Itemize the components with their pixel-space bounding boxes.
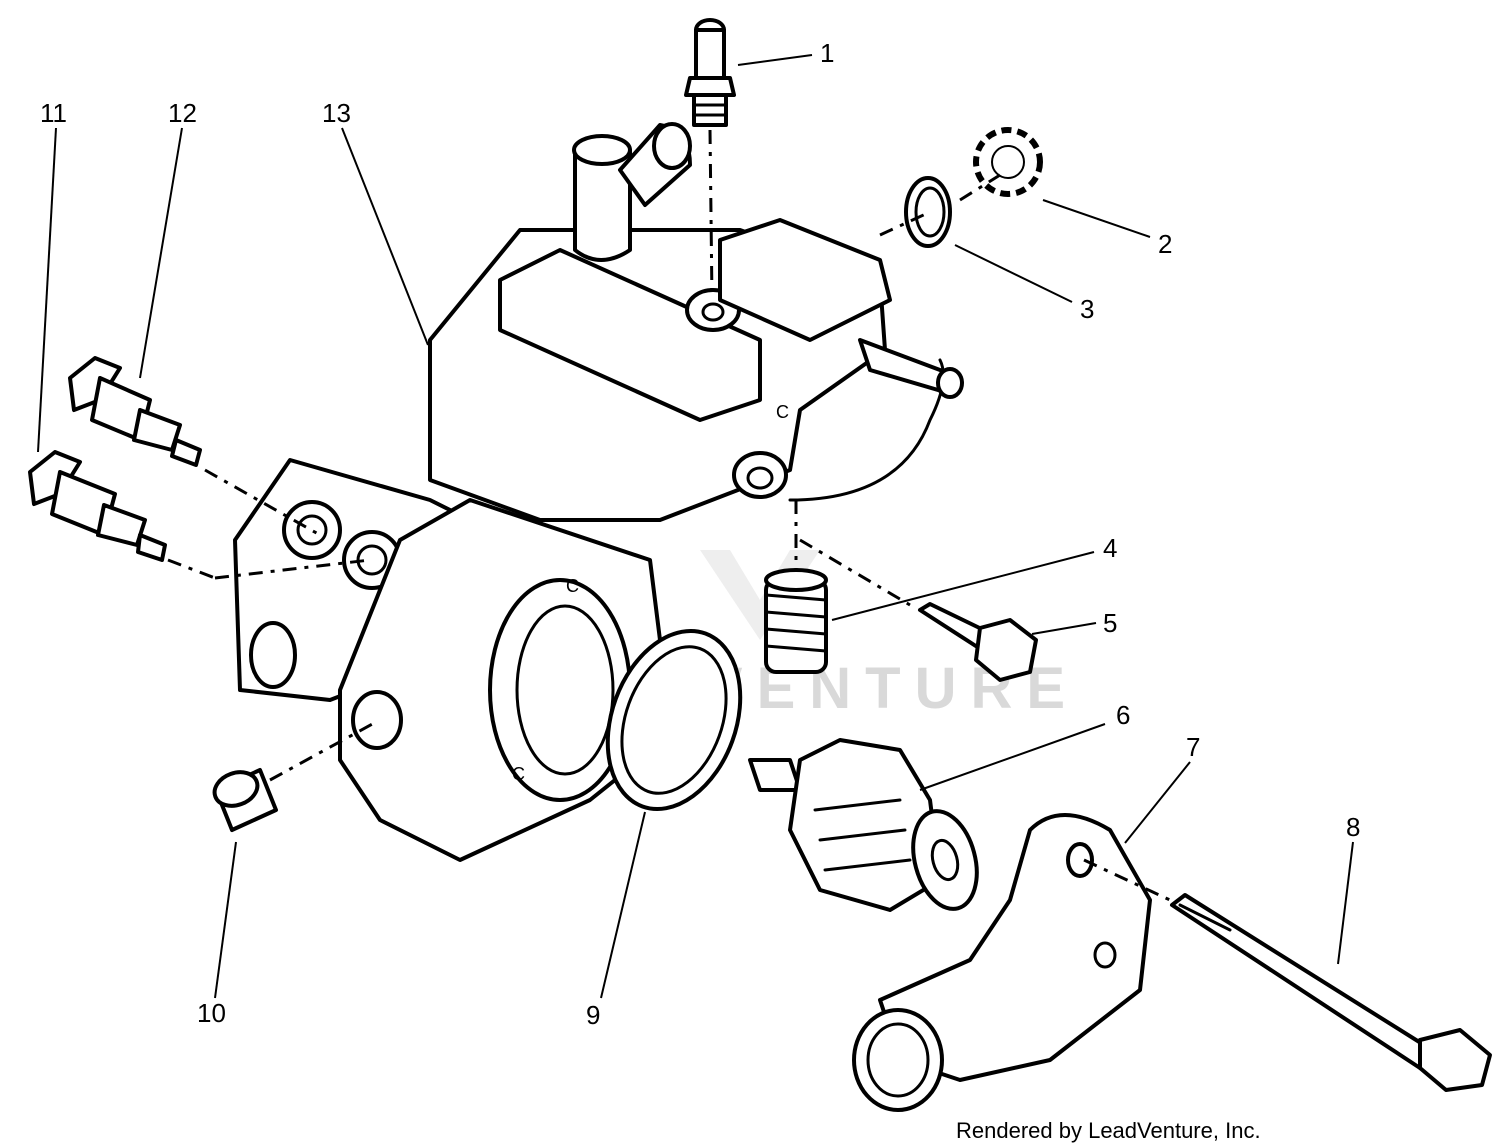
callout-6[interactable]: 6 [1116,700,1130,730]
callout-5[interactable]: 5 [1103,608,1117,638]
lock-washer-part[interactable] [973,127,1043,197]
callout-numbers: 1 2 3 4 5 6 7 8 9 10 11 12 13 [40,38,1360,1030]
plug-part[interactable] [210,766,278,832]
thermostat-part[interactable] [748,738,987,916]
callout-13[interactable]: 13 [322,98,351,128]
callout-12[interactable]: 12 [168,98,197,128]
callout-11[interactable]: 11 [40,98,67,128]
credit-text: Rendered by LeadVenture, Inc. [956,1118,1261,1143]
bleed-screw-part[interactable] [684,18,736,127]
bolt-part[interactable] [1170,893,1492,1092]
o-ring-part[interactable] [904,176,952,248]
temperature-sensor-lower-part[interactable] [28,450,167,562]
callout-9[interactable]: 9 [586,1000,600,1030]
spring-part[interactable] [764,568,828,674]
callout-8[interactable]: 8 [1346,812,1360,842]
cap-screw-part[interactable] [918,602,1038,682]
thermostat-housing-part[interactable]: C C C [233,122,964,862]
svg-text:C: C [776,402,789,422]
callout-3[interactable]: 3 [1080,294,1094,324]
callout-2[interactable]: 2 [1158,229,1172,259]
leader-lines [37,54,1354,999]
assembly-lines [167,129,1171,902]
seal-ring-part[interactable] [584,612,763,827]
callout-7[interactable]: 7 [1186,732,1200,762]
callout-4[interactable]: 4 [1103,533,1117,563]
callout-1[interactable]: 1 [820,38,834,68]
svg-text:C: C [566,576,579,596]
svg-text:C: C [512,764,525,784]
temperature-sensor-upper-part[interactable] [68,356,202,467]
thermostat-housing-outlet-part[interactable] [852,813,1152,1112]
callout-10[interactable]: 10 [197,998,226,1028]
